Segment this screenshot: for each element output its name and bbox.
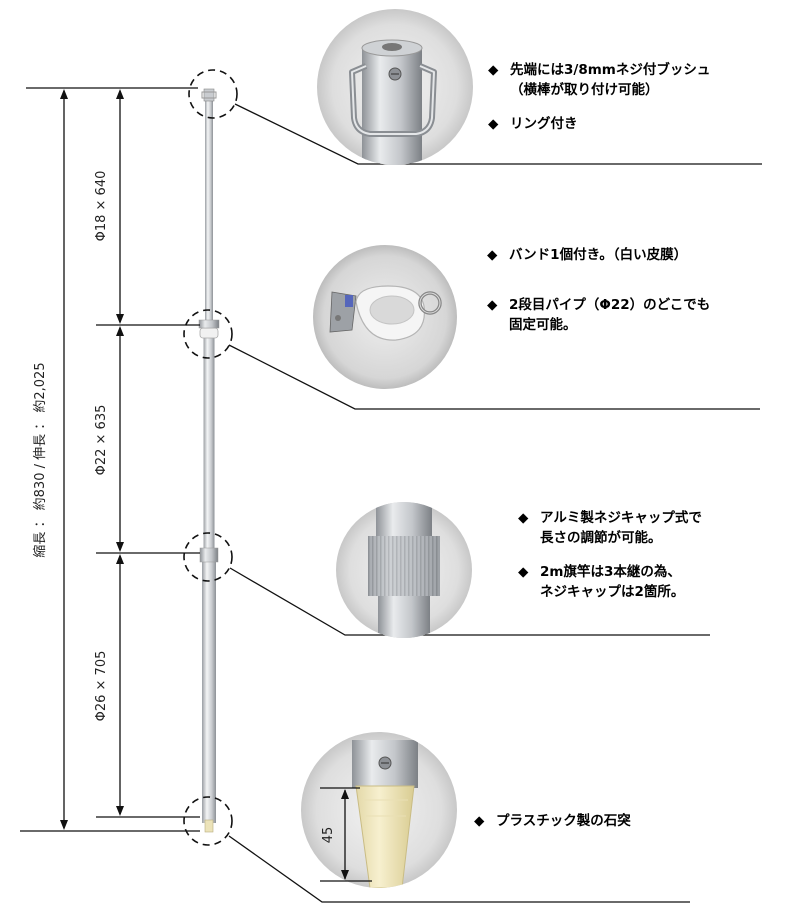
pole-top-bushing [203, 88, 215, 102]
callout-circle-top [188, 69, 238, 119]
pole-tip [204, 819, 214, 833]
note-cap: ◆ アルミ製ネジキャップ式で 長さの調節が可能。 ◆ 2m旗竿は3本継の為、 ネジキ… [518, 508, 702, 602]
bullet-icon: ◆ [488, 62, 499, 78]
note-cap-line4: ネジキャップは2箇所。 [540, 584, 685, 600]
arrow-seg1-bottom [116, 314, 124, 324]
note-top-line1: 先端には3/8mmネジ付ブッシュ [510, 62, 711, 78]
note-band: ◆ バンド1個付き。（白い皮膜） ◆ 2段目パイプ（Φ22）のどこでも 固定可能。 [487, 245, 710, 335]
leader-band [228, 344, 760, 410]
dim-seg1-label: Φ18 × 640 [94, 171, 109, 242]
pole-screw-cap-1 [199, 547, 219, 563]
callout-circle-band [183, 309, 233, 359]
note-tip: ◆ プラスチック製の石突 [474, 811, 631, 831]
pole-band [199, 327, 219, 339]
arrow-overall-bottom [60, 820, 68, 830]
leader-top [234, 103, 762, 165]
dim-tip-label: 45 [321, 827, 336, 844]
callout-circle-cap [183, 532, 233, 582]
note-band-line1: バンド1個付き。（白い皮膜） [509, 247, 688, 263]
pole-segment-3 [202, 555, 216, 823]
note-cap-line2: 長さの調節が可能。 [540, 530, 662, 546]
bullet-icon: ◆ [518, 510, 529, 526]
detail-photo-top [317, 9, 473, 165]
dim-overall-label: 縮長 ： 約830 / 伸長 ： 約2,025 [32, 362, 48, 557]
pole-top-ring [201, 91, 217, 99]
arrow-seg2-bottom [116, 542, 124, 552]
note-band-line3: 固定可能。 [509, 317, 577, 333]
bullet-icon: ◆ [518, 564, 529, 580]
detail-photo-band [313, 245, 457, 389]
note-cap-line3: 2m旗竿は3本継の為、 [540, 564, 681, 580]
leader-cap [229, 567, 710, 636]
arrow-seg2-top [116, 326, 124, 336]
pole-screw-cap-2 [198, 319, 220, 329]
note-tip-line1: プラスチック製の石突 [496, 813, 631, 829]
arrow-overall-top [60, 89, 68, 99]
bullet-icon: ◆ [487, 297, 498, 313]
flagpole [198, 88, 220, 833]
note-cap-line1: アルミ製ネジキャップ式で [540, 510, 702, 526]
detail-photo-cap [336, 502, 472, 638]
bullet-icon: ◆ [474, 813, 485, 829]
arrow-seg3-top [116, 554, 124, 564]
note-band-line2: 2段目パイプ（Φ22）のどこでも [509, 297, 711, 313]
detail-photo-tip: 45 [301, 732, 457, 888]
bullet-icon: ◆ [488, 116, 499, 132]
arrow-seg1-top [116, 89, 124, 99]
note-top-line3: リング付き [510, 116, 578, 132]
dim-seg2-label: Φ22 × 635 [94, 405, 109, 476]
callout-circle-tip [183, 796, 233, 846]
arrow-seg3-bottom [116, 806, 124, 816]
bullet-icon: ◆ [487, 247, 498, 263]
pole-segment-1 [205, 93, 213, 325]
note-top: ◆ 先端には3/8mmネジ付ブッシュ （横棒が取り付け可能） ◆ リング付き [488, 60, 710, 134]
leader-tip [228, 835, 690, 903]
note-top-line2: （横棒が取り付け可能） [510, 82, 659, 98]
dim-seg3-label: Φ26 × 705 [94, 651, 109, 722]
pole-segment-2 [203, 325, 215, 555]
